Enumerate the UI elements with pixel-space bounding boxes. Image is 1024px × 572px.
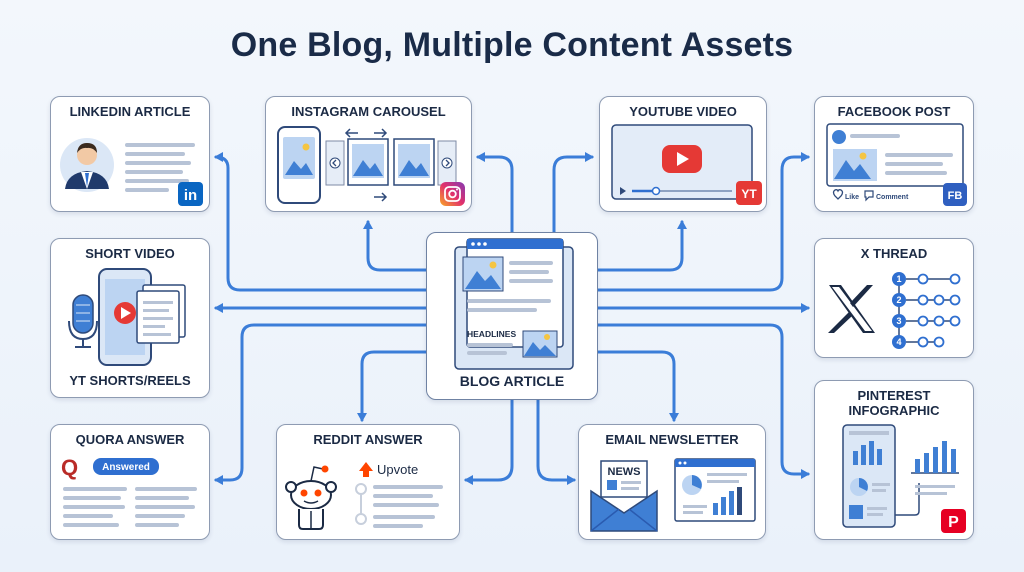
microphone-icon bbox=[68, 294, 98, 348]
upvote-arrow-icon bbox=[359, 462, 373, 477]
svg-text:3: 3 bbox=[896, 316, 901, 326]
linkedin-card-title: LINKEDIN ARTICLE bbox=[69, 104, 191, 119]
post-preview-icon bbox=[826, 123, 964, 187]
answer-text-lines-icon bbox=[63, 487, 197, 527]
svg-text:P: P bbox=[948, 514, 959, 531]
svg-text:FB: FB bbox=[948, 190, 963, 202]
short-video-card-title: SHORT VIDEO bbox=[85, 246, 175, 261]
phone-icon bbox=[277, 126, 321, 204]
x-thread-card: X THREAD bbox=[814, 238, 974, 358]
svg-text:1: 1 bbox=[896, 274, 901, 284]
facebook-post-card: FACEBOOK POST Like Comment FB bbox=[814, 96, 974, 212]
facebook-card-title: FACEBOOK POST bbox=[837, 104, 951, 119]
comment-icon bbox=[864, 190, 874, 202]
video-player-icon bbox=[611, 124, 753, 200]
arrow-to-linkedin bbox=[214, 152, 428, 292]
like-label: Like bbox=[845, 194, 859, 201]
person-avatar-icon bbox=[60, 138, 114, 192]
short-video-card: SHORT VIDEO YT SHORTS/REELS bbox=[50, 238, 210, 398]
page-title: One Blog, Multiple Content Assets bbox=[230, 26, 794, 64]
reddit-card-title: REDDIT ANSWER bbox=[313, 432, 423, 447]
reddit-answer-card: REDDIT ANSWER Upvote bbox=[276, 424, 460, 540]
arrow-to-reddit bbox=[357, 350, 428, 422]
answered-badge: Answered bbox=[93, 458, 159, 475]
facebook-logo-icon: FB bbox=[943, 183, 967, 206]
linkedin-logo-icon: in bbox=[178, 182, 203, 206]
short-video-subtitle: YT SHORTS/REELS bbox=[69, 373, 191, 388]
email-newsletter-card: EMAIL NEWSLETTER NEWS bbox=[578, 424, 766, 540]
youtube-card-title: YOUTUBE VIDEO bbox=[629, 104, 737, 119]
quora-card-title: QUORA ANSWER bbox=[75, 432, 185, 447]
envelope-icon: NEWS bbox=[590, 460, 658, 532]
blog-article-card: HEADLINES BLOG ARTICLE bbox=[426, 232, 598, 400]
instagram-card-title: INSTAGRAM CAROUSEL bbox=[291, 104, 446, 119]
pinterest-infographic-card: PINTEREST INFOGRAPHIC bbox=[814, 380, 974, 540]
arrow-to-pinterest bbox=[596, 323, 810, 479]
headlines-text: HEADLINES bbox=[467, 329, 516, 339]
reddit-alien-icon bbox=[285, 465, 337, 530]
carousel-slides-icon bbox=[325, 138, 457, 186]
svg-text:Q: Q bbox=[61, 455, 78, 480]
arrow-to-instagram bbox=[363, 220, 428, 272]
linkedin-article-card: LINKEDIN ARTICLE in bbox=[50, 96, 210, 212]
thread-steps-icon: 1 2 3 4 bbox=[892, 272, 961, 349]
arrow-to-instagram-side bbox=[476, 152, 514, 234]
svg-text:Answered: Answered bbox=[102, 462, 150, 473]
x-thread-card-title: X THREAD bbox=[860, 246, 928, 261]
svg-text:in: in bbox=[184, 187, 197, 204]
quora-logo-icon: Q bbox=[61, 455, 78, 480]
analytics-dashboard-icon bbox=[674, 458, 756, 522]
youtube-video-card: YOUTUBE VIDEO YT bbox=[599, 96, 767, 212]
svg-text:YT: YT bbox=[741, 187, 757, 201]
arrow-to-youtube-bottom bbox=[596, 220, 687, 272]
instagram-carousel-card: INSTAGRAM CAROUSEL bbox=[265, 96, 472, 212]
email-card-title: EMAIL NEWSLETTER bbox=[605, 432, 739, 447]
svg-text:NEWS: NEWS bbox=[608, 466, 641, 478]
browser-article-icon bbox=[454, 238, 574, 370]
arrow-to-reddit-side bbox=[464, 398, 514, 485]
youtube-logo-icon: YT bbox=[736, 181, 762, 205]
arrow-to-youtube bbox=[552, 152, 594, 234]
quora-answer-card: QUORA ANSWER Q Answered bbox=[50, 424, 210, 540]
arrow-to-email bbox=[536, 398, 576, 485]
svg-text:4: 4 bbox=[896, 337, 901, 347]
arrow-to-facebook bbox=[596, 152, 810, 292]
like-heart-icon bbox=[832, 189, 844, 200]
upvote-label: Upvote bbox=[377, 462, 418, 477]
instagram-logo-icon bbox=[440, 182, 465, 206]
text-lines-icon bbox=[125, 143, 195, 192]
documents-icon bbox=[136, 284, 186, 344]
comment-label: Comment bbox=[876, 194, 909, 201]
comment-thread-icon bbox=[355, 483, 443, 528]
svg-text:2: 2 bbox=[896, 295, 901, 305]
arrow-to-email-top bbox=[596, 350, 679, 422]
arrow-to-quora bbox=[214, 323, 428, 485]
x-logo-icon bbox=[828, 285, 875, 333]
infographic-icon bbox=[842, 424, 959, 528]
carousel-arrows-icon bbox=[344, 128, 388, 202]
blog-article-label: BLOG ARTICLE bbox=[459, 373, 565, 389]
pinterest-card-title: PINTEREST INFOGRAPHIC bbox=[848, 388, 940, 418]
pinterest-logo-icon: P bbox=[941, 509, 966, 533]
